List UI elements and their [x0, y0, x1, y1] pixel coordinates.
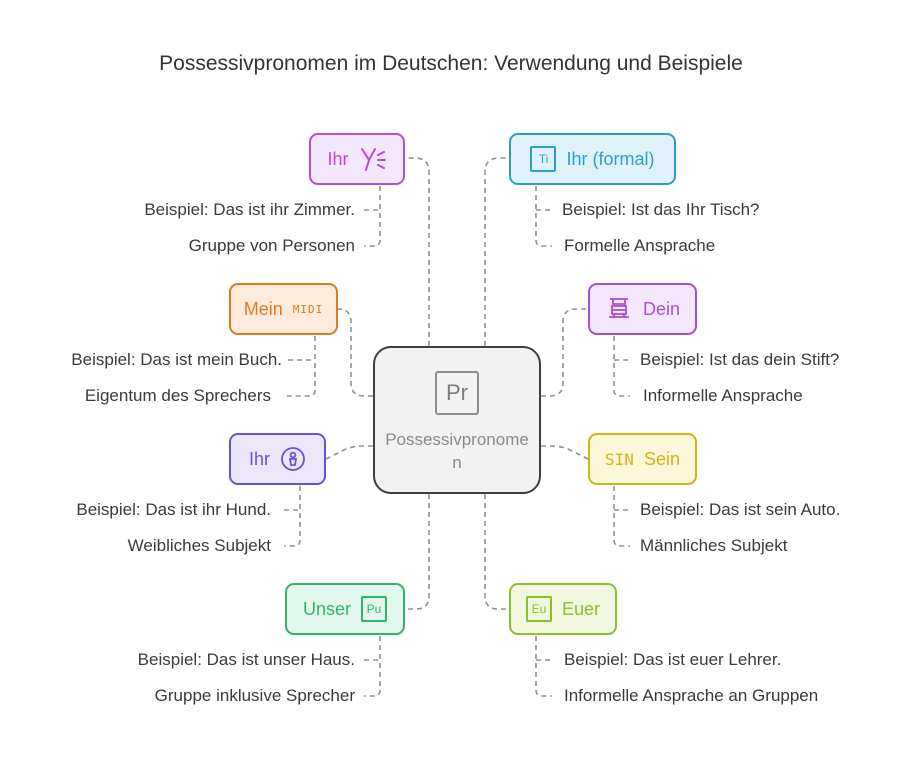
- diagram-title: Possessivpronomen im Deutschen: Verwendu…: [159, 52, 743, 75]
- leaf-desc-ihr-group: Gruppe von Personen: [188, 236, 355, 255]
- leaf-connector-sein: [613, 486, 630, 547]
- leaf-example-euer: Beispiel: Das ist euer Lehrer.: [564, 650, 782, 669]
- leaf-connector-unser: [364, 636, 381, 697]
- center-node: Pr Possessivpronomen: [373, 346, 541, 494]
- leaf-desc-dein: Informelle Ansprache: [643, 386, 803, 405]
- leaf-example-sein: Beispiel: Das ist sein Auto.: [640, 500, 841, 519]
- connector-unser: [405, 494, 430, 610]
- leaf-example-unser: Beispiel: Das ist unser Haus.: [137, 650, 355, 669]
- connector-mein: [337, 308, 373, 397]
- ti-square-icon: Ti: [530, 146, 557, 172]
- node-euer: Eu Euer: [509, 583, 617, 635]
- node-label: Unser: [302, 598, 351, 619]
- node-mein: Mein MIDI: [229, 283, 338, 335]
- midi-icon: MIDI: [292, 302, 324, 316]
- leaf-desc-unser: Gruppe inklusive Sprecher: [154, 686, 355, 705]
- node-unser: Unser Pu: [285, 583, 405, 635]
- leaf-example-ihr-formal: Beispiel: Ist das Ihr Tisch?: [562, 200, 760, 219]
- leaf-connector-euer: [535, 636, 552, 697]
- person-circle-icon: [280, 446, 306, 472]
- node-label: Euer: [561, 598, 601, 619]
- leaf-connector-dein: [613, 336, 630, 397]
- leaf-desc-ihr-female: Weibliches Subjekt: [127, 536, 271, 555]
- node-ihr-formal: Ti Ihr (formal): [509, 133, 676, 185]
- leaf-connector-ihr-formal: [535, 186, 552, 247]
- leaf-desc-sein: Männliches Subjekt: [640, 536, 788, 555]
- eu-square-icon: Eu: [525, 596, 552, 622]
- leaf-example-mein: Beispiel: Das ist mein Buch.: [71, 350, 282, 369]
- leaf-connector-mein: [283, 336, 316, 397]
- connector-sein: [541, 445, 589, 460]
- node-label: Dein: [642, 298, 681, 319]
- leaf-desc-ihr-formal: Formelle Ansprache: [564, 236, 716, 255]
- leaf-desc-mein: Eigentum des Sprechers: [84, 386, 271, 405]
- pr-square-icon: Pr: [435, 371, 479, 415]
- leaf-example-ihr-group: Beispiel: Das ist ihr Zimmer.: [144, 200, 355, 219]
- node-ihr-group: Ihr: [309, 133, 405, 185]
- node-sein: SIN Sein: [588, 433, 697, 485]
- connector-euer: [484, 494, 509, 610]
- connector-ihr-formal: [484, 157, 509, 346]
- kanji-box-icon: [605, 295, 633, 323]
- node-label: Ihr: [248, 448, 270, 469]
- pu-square-icon: Pu: [361, 596, 387, 622]
- node-dein: Dein: [588, 283, 697, 335]
- connector-dein: [541, 308, 588, 397]
- node-label: Ihr: [327, 148, 349, 169]
- leaf-desc-euer: Informelle Ansprache an Gruppen: [564, 686, 819, 705]
- node-label: Sein: [643, 448, 680, 469]
- center-label: Possessivpronomen: [385, 430, 529, 472]
- sin-icon: SIN: [605, 449, 634, 469]
- leaf-example-ihr-female: Beispiel: Das ist ihr Hund.: [76, 500, 271, 519]
- node-label: Mein: [243, 298, 283, 319]
- node-ihr-female: Ihr: [229, 433, 326, 485]
- connector-ihr-she: [325, 445, 373, 460]
- leaf-example-dein: Beispiel: Ist das dein Stift?: [640, 350, 840, 369]
- connector-ihr-left: [405, 157, 430, 346]
- leaf-connector-ihr-she: [284, 486, 301, 547]
- node-label: Ihr (formal): [566, 148, 655, 169]
- y-spark-icon: [359, 146, 387, 172]
- leaf-connector-ihr-left: [364, 186, 381, 247]
